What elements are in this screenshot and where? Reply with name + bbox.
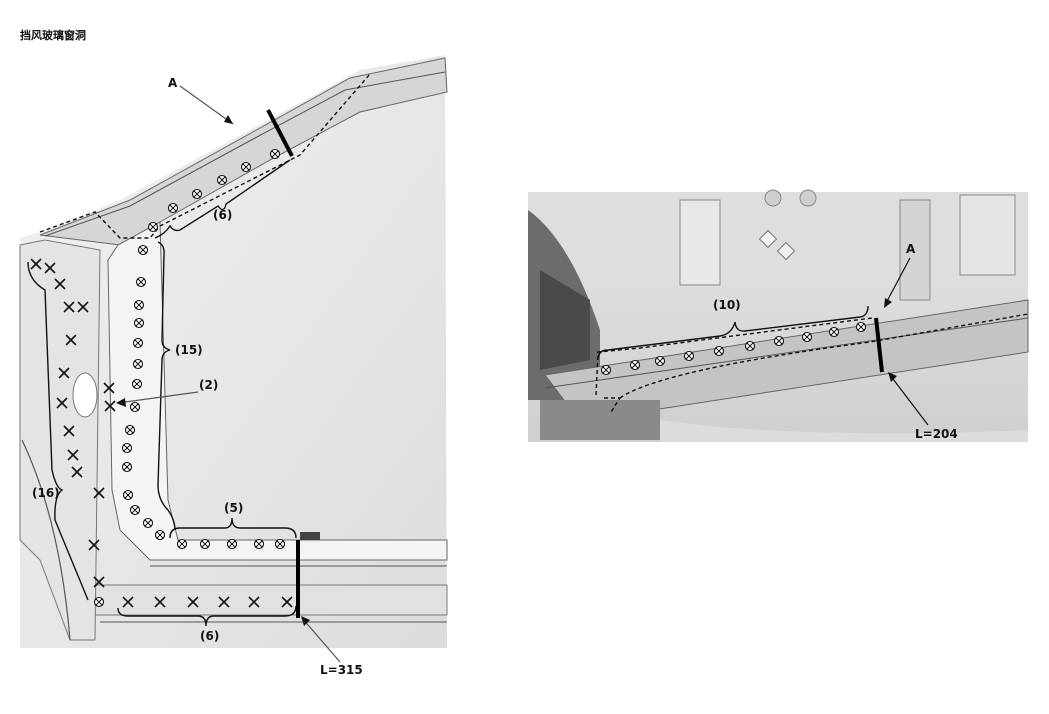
pillar-bracket: [157, 241, 176, 531]
left-label-bottom-upper-count: (5): [224, 501, 243, 515]
left-label-pillar-count: (15): [175, 343, 203, 357]
a-pillar: [107, 221, 448, 561]
right-top-bracket: [597, 305, 869, 361]
outer-side-panel: [19, 239, 101, 641]
left-view: A (6) (15) (2) (16) (5) (6) L=315: [19, 55, 448, 677]
x-marks-bottom: [122, 596, 293, 608]
weld-spots-top: [147, 148, 281, 233]
left-cut-line-top: [266, 109, 294, 157]
right-label-a: A: [906, 242, 916, 256]
right-glass-outline: [595, 313, 1029, 415]
bottom-lower-bracket: [117, 605, 297, 627]
x-marks-side: [30, 258, 116, 588]
bottom-upper-bracket: [169, 517, 297, 539]
weld-spots-bottom: [93, 538, 286, 608]
left-label-side-count: (16): [32, 486, 60, 500]
sill-panel: [94, 584, 448, 616]
weld-spots-pillar: [121, 244, 166, 541]
right-weld-spots: [600, 321, 867, 376]
right-cut-line: [874, 317, 884, 373]
right-label-cut-length: L=204: [915, 427, 958, 441]
page-title: 挡风玻璃窗洞: [20, 29, 86, 42]
top-bracket: [154, 159, 291, 239]
right-view: A (10) L=204: [528, 189, 1029, 442]
side-bracket: [27, 261, 89, 601]
left-label-a: A: [168, 76, 178, 90]
right-label-count: (10): [713, 298, 741, 312]
left-label-callout-2: (2): [199, 378, 218, 392]
left-label-bottom-lower-count: (6): [200, 629, 219, 643]
left-label-top-count: (6): [213, 208, 232, 222]
glass-opening-outline: [39, 73, 371, 239]
left-label-cut-length: L=315: [320, 663, 363, 677]
